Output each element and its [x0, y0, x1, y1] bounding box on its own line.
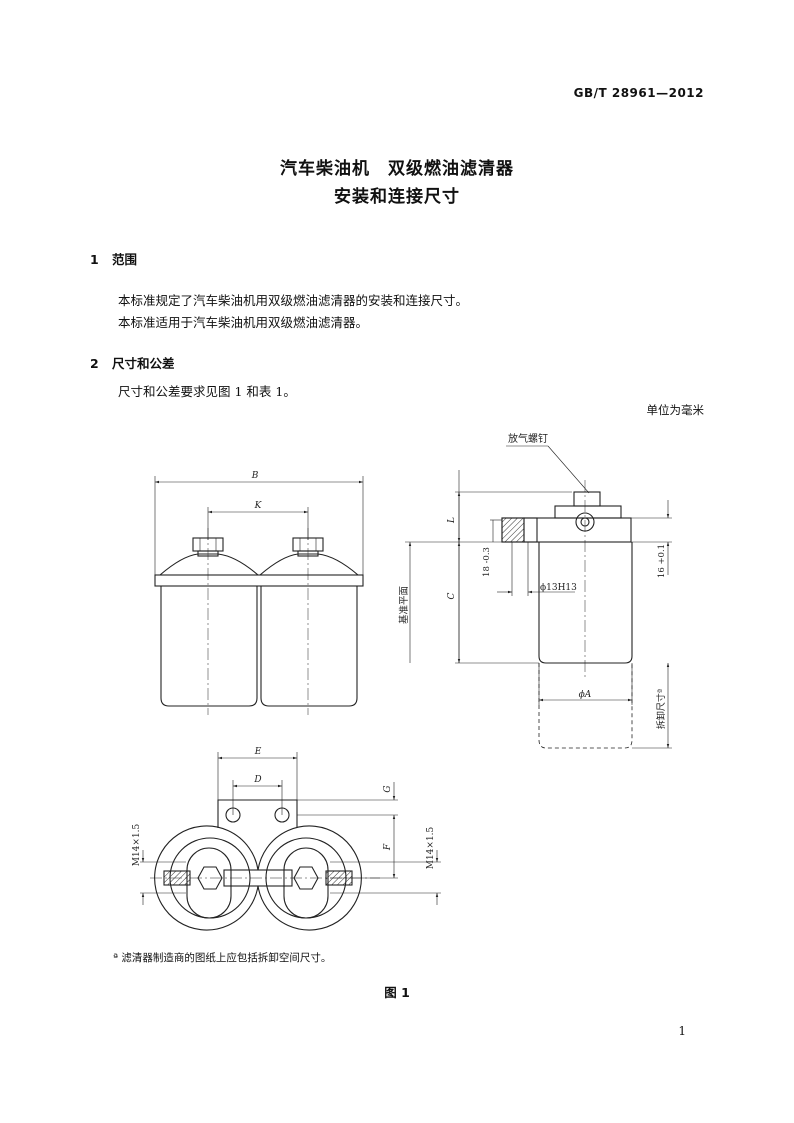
label-bore: ϕ13H13 [540, 583, 577, 593]
section-title: 范围 [112, 252, 138, 267]
section-number: 1 [90, 252, 99, 267]
label-removal: 拆卸尺寸ª [655, 688, 667, 729]
figure-footnote: ª 滤清器制造商的图纸上应包括拆卸空间尺寸。 [113, 952, 332, 964]
label-E: E [254, 747, 262, 757]
label-G: G [383, 785, 393, 792]
section-title: 尺寸和公差 [112, 356, 175, 371]
label-C: C [447, 592, 457, 599]
label-L: L [447, 517, 457, 524]
label-B: B [251, 471, 259, 481]
document-title-line2: 安装和连接尺寸 [334, 187, 460, 207]
label-datum-plane: 基准平面 [398, 586, 410, 624]
front-view [154, 476, 364, 715]
standard-code: GB/T 28961—2012 [573, 86, 704, 100]
scope-paragraph-1: 本标准规定了汽车柴油机用双级燃油滤清器的安装和连接尺寸。 [118, 293, 469, 308]
dimensions-paragraph: 尺寸和公差要求见图 1 和表 1。 [118, 384, 296, 399]
side-view [405, 445, 672, 749]
label-dim-16: 16 +0.1 [657, 544, 667, 578]
label-thread-right: M14×1.5 [426, 826, 436, 869]
label-vent-screw: 放气螺钉 [508, 432, 548, 445]
page-number: 1 [678, 1024, 686, 1038]
unit-note: 单位为毫米 [646, 403, 705, 417]
document-title-line1: 汽车柴油机 双级燃油滤清器 [280, 159, 514, 179]
top-view [140, 752, 441, 931]
label-F: F [383, 843, 393, 851]
scope-paragraph-2: 本标准适用于汽车柴油机用双级燃油滤清器。 [118, 315, 369, 330]
section-heading-scope: 1 范围 [90, 249, 137, 268]
section-heading-dimensions: 2 尺寸和公差 [90, 353, 175, 372]
label-D: D [253, 775, 261, 785]
label-dim-18: 18 -0.3 [482, 547, 492, 577]
label-K: K [254, 501, 263, 511]
label-thread-left: M14×1.5 [132, 823, 142, 866]
figure-caption: 图 1 [384, 985, 410, 1000]
section-number: 2 [90, 356, 99, 371]
label-A: ϕA [579, 690, 592, 700]
